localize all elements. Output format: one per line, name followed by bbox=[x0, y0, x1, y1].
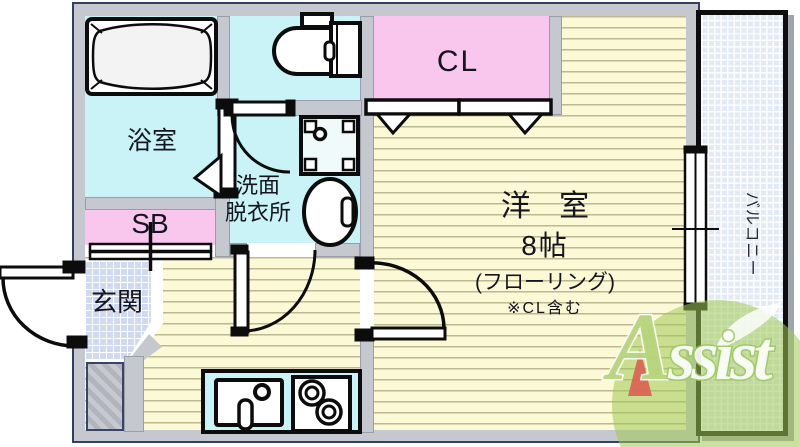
wall bbox=[292, 100, 362, 116]
shoe-box-label: SB bbox=[131, 208, 169, 239]
wall bbox=[217, 16, 230, 116]
wall bbox=[549, 16, 562, 115]
wall bbox=[315, 243, 360, 257]
wall bbox=[360, 16, 374, 265]
assist-logo-rest: ssist bbox=[667, 317, 775, 397]
assist-logo-text: Assist bbox=[606, 295, 800, 425]
wall bbox=[124, 356, 144, 432]
washroom-label: 洗面 脱衣所 bbox=[214, 172, 302, 226]
washroom-label-line1: 洗面 bbox=[235, 173, 280, 198]
bathroom-area bbox=[85, 16, 217, 197]
western-room-closet-note: ※CL含む bbox=[507, 300, 583, 317]
wall bbox=[360, 338, 374, 433]
washroom-label-line2: 脱衣所 bbox=[224, 200, 291, 225]
entrance-tile bbox=[85, 262, 151, 360]
wall bbox=[230, 243, 247, 257]
bathroom-label: 浴室 bbox=[126, 127, 177, 155]
western-room-size: 8帖 bbox=[521, 230, 569, 261]
closet-area bbox=[374, 16, 549, 100]
closet-label: CL bbox=[436, 45, 480, 78]
assist-logo-letter-a: A bbox=[606, 293, 673, 400]
pipe-shaft bbox=[86, 362, 124, 431]
balcony-label: バルコニー bbox=[743, 191, 761, 277]
western-room-label: 洋 室 bbox=[500, 190, 600, 223]
assist-logo-red-triangle bbox=[628, 349, 652, 396]
entrance-label: 玄関 bbox=[90, 287, 143, 317]
western-room-flooring-note: (フローリング) bbox=[475, 271, 615, 294]
